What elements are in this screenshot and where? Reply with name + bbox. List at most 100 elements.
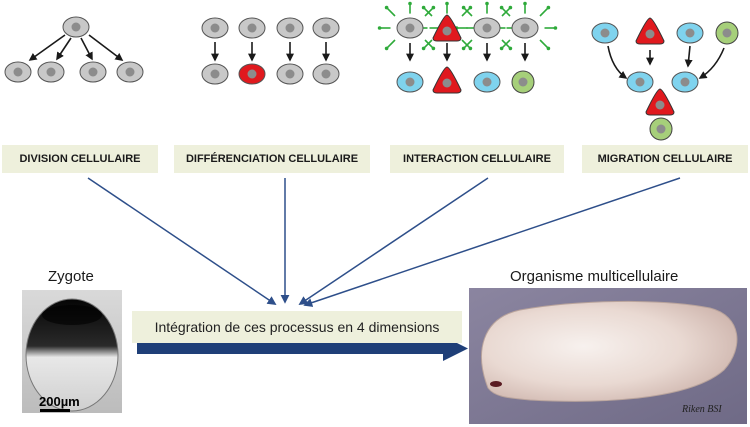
interaction-signal-tip-1-5 bbox=[421, 46, 426, 51]
differentiation-bottom-cell-4-nucleus bbox=[321, 69, 331, 79]
migration-mid-cell-2-nucleus bbox=[680, 77, 690, 87]
interaction-bottom-cell-1 bbox=[396, 71, 424, 93]
interaction-signal-tip-2-2 bbox=[508, 5, 513, 10]
interaction-top-cell-4-nucleus bbox=[520, 23, 530, 33]
interaction-signal-tip-0-3 bbox=[377, 26, 382, 30]
interaction-signal-tip-2-1 bbox=[485, 1, 489, 6]
zygote-photo bbox=[22, 290, 122, 413]
differentiation-top-cell-4-nucleus bbox=[321, 23, 331, 33]
interaction-signal-2-5 bbox=[463, 39, 473, 49]
interaction-signal-0-6 bbox=[424, 39, 434, 49]
interaction-top-cell-4 bbox=[511, 17, 539, 39]
division-daughter-cell-1 bbox=[4, 61, 32, 83]
migration-top-cell-1 bbox=[591, 22, 619, 44]
interaction-signal-1-6 bbox=[461, 39, 471, 49]
division-arrow-4 bbox=[88, 34, 124, 61]
interaction-signal-1-5 bbox=[423, 39, 433, 49]
division-parent-cell-nucleus bbox=[71, 22, 81, 32]
migration-top-cell-4 bbox=[715, 21, 739, 45]
label-differentiation: DIFFÉRENCIATION CELLULAIRE bbox=[174, 145, 370, 173]
interaction-signal-tip-0-6 bbox=[431, 46, 436, 51]
interaction-signal-3-6 bbox=[539, 39, 549, 49]
migration-mid-cell-1 bbox=[626, 71, 654, 93]
migration-bottom-cell bbox=[649, 117, 673, 141]
interaction-bottom-cell-2-nucleus bbox=[442, 78, 452, 88]
interaction-signal-tip-0-5 bbox=[384, 46, 389, 51]
zygote-cell bbox=[25, 298, 119, 412]
convergence-arrow-4 bbox=[303, 177, 681, 307]
interaction-signal-tip-0-1 bbox=[408, 1, 412, 6]
interaction-top-cell-1 bbox=[396, 17, 424, 39]
division-daughter-cell-4 bbox=[116, 61, 144, 83]
division-daughter-cell-4-nucleus bbox=[125, 67, 135, 77]
migration-top-cell-2 bbox=[635, 17, 665, 45]
interaction-signal-0-0 bbox=[386, 7, 396, 17]
organism-photo bbox=[469, 288, 747, 424]
division-parent-cell bbox=[62, 16, 90, 38]
integration-banner: Intégration de ces processus en 4 dimens… bbox=[132, 311, 462, 343]
differentiation-bottom-cell-2-nucleus bbox=[247, 69, 257, 79]
interaction-signal-tip-3-1 bbox=[523, 1, 527, 6]
label-interaction: INTERACTION CELLULAIRE bbox=[390, 145, 564, 173]
interaction-bottom-cell-2 bbox=[432, 66, 462, 94]
interaction-bottom-cell-4-nucleus bbox=[518, 77, 528, 87]
interaction-signal-tip-1-0 bbox=[421, 5, 426, 10]
interaction-bottom-cell-3 bbox=[473, 71, 501, 93]
division-daughter-cell-3-nucleus bbox=[88, 67, 98, 77]
differentiation-bottom-cell-3-nucleus bbox=[285, 69, 295, 79]
organism-embryo bbox=[481, 300, 738, 402]
differentiation-top-cell-1-nucleus bbox=[210, 23, 220, 33]
label-division: DIVISION CELLULAIRE bbox=[2, 145, 158, 173]
division-daughter-cell-2-nucleus bbox=[46, 67, 56, 77]
interaction-signal-3-0 bbox=[501, 7, 511, 17]
zygote-animal-pole bbox=[42, 305, 102, 325]
interaction-signal-1-0 bbox=[423, 7, 433, 17]
interaction-signal-tip-3-4 bbox=[553, 26, 558, 30]
interaction-signal-tip-3-0 bbox=[499, 5, 504, 10]
migration-arrow-4 bbox=[698, 47, 725, 79]
label-migration: MIGRATION CELLULAIRE bbox=[582, 145, 748, 173]
interaction-top-cell-2 bbox=[432, 14, 462, 42]
interaction-signal-tip-2-6 bbox=[508, 46, 513, 51]
division-arrow-3 bbox=[80, 37, 93, 61]
interaction-top-cell-2-nucleus bbox=[442, 26, 452, 36]
differentiation-top-cell-2 bbox=[238, 17, 266, 39]
differentiation-bottom-cell-1 bbox=[201, 63, 229, 85]
migration-low-cell bbox=[645, 88, 675, 116]
division-daughter-cell-3 bbox=[79, 61, 107, 83]
division-arrow-2 bbox=[56, 37, 72, 61]
interaction-bottom-cell-4 bbox=[511, 70, 535, 94]
interaction-signal-tip-1-6 bbox=[468, 46, 473, 51]
interaction-signal-3-2 bbox=[539, 7, 549, 17]
migration-bottom-cell-nucleus bbox=[656, 124, 666, 134]
differentiation-bottom-cell-1-nucleus bbox=[210, 69, 220, 79]
zygote-caption: Zygote bbox=[48, 268, 94, 285]
organism-cement-gland bbox=[490, 381, 502, 387]
interaction-top-cell-1-nucleus bbox=[405, 23, 415, 33]
interaction-signal-tip-2-5 bbox=[461, 46, 466, 51]
division-daughter-cell-2 bbox=[37, 61, 65, 83]
zygote-scale-bar bbox=[40, 409, 70, 412]
migration-mid-cell-2 bbox=[671, 71, 699, 93]
interaction-top-cell-3 bbox=[473, 17, 501, 39]
interaction-signal-0-2 bbox=[424, 7, 434, 17]
differentiation-top-cell-3 bbox=[276, 17, 304, 39]
migration-top-cell-4-nucleus bbox=[722, 28, 732, 38]
zygote-scale-label: 200µm bbox=[39, 394, 80, 409]
differentiation-bottom-cell-3 bbox=[276, 63, 304, 85]
differentiation-top-cell-2-nucleus bbox=[247, 23, 257, 33]
interaction-signal-tip-0-0 bbox=[384, 5, 389, 10]
migration-arrow-3 bbox=[684, 45, 693, 68]
differentiation-top-cell-4 bbox=[312, 17, 340, 39]
organism-caption: Organisme multicellulaire bbox=[510, 268, 679, 285]
migration-mid-cell-1-nucleus bbox=[635, 77, 645, 87]
division-arrow-1 bbox=[28, 34, 66, 61]
division-daughter-cell-1-nucleus bbox=[13, 67, 23, 77]
differentiation-top-cell-3-nucleus bbox=[285, 23, 295, 33]
interaction-bottom-cell-1-nucleus bbox=[405, 77, 415, 87]
interaction-signal-tip-2-0 bbox=[461, 5, 466, 10]
differentiation-top-cell-1 bbox=[201, 17, 229, 39]
integration-arrow-shaft bbox=[137, 343, 443, 354]
